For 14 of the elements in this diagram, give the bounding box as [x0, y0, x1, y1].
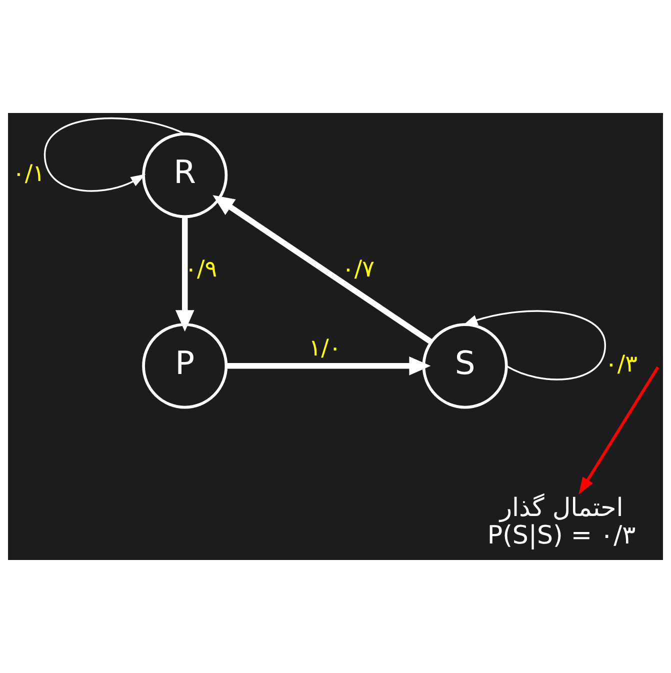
arrow	[226, 356, 431, 376]
edge-label: ۰/۳	[605, 352, 638, 378]
arrow	[578, 366, 660, 495]
edge-label: ۰/۷	[342, 256, 374, 282]
edge-label: ۰/۱	[12, 161, 45, 188]
arrow	[175, 216, 194, 332]
edge-label: ۱/۰	[308, 336, 342, 362]
node-circle: P	[142, 323, 228, 409]
node-circle: R	[142, 132, 228, 218]
node-circle: S	[422, 323, 508, 409]
arrow	[212, 195, 433, 344]
edge-label: ۰/۹	[184, 256, 218, 282]
arrow	[462, 310, 606, 380]
node-text: احتمال گذار P(S|S) = ۰/۳	[487, 492, 636, 550]
